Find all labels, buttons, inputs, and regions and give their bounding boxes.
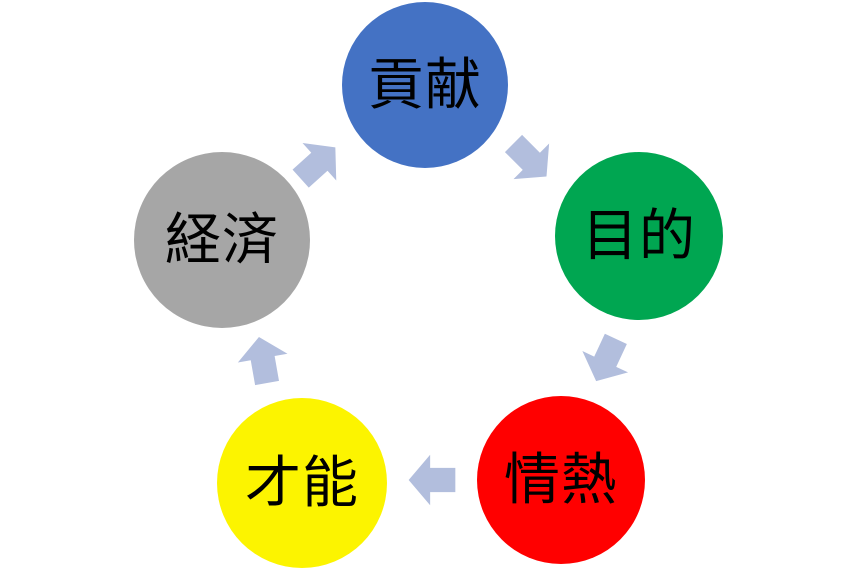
node-talent: 才能 [217,398,387,568]
node-contribution: 貢献 [342,2,508,168]
arrow-southwest-icon [569,323,643,397]
node-purpose: 目的 [555,152,723,320]
node-contribution-label: 貢献 [368,53,482,116]
node-talent-label: 才能 [245,451,359,514]
arrow-southeast-icon [490,120,569,199]
arrow-north-icon [231,328,296,393]
node-economy-label: 経済 [165,208,279,271]
arrow-west-icon [404,452,460,508]
node-purpose-label: 目的 [582,204,696,267]
node-passion: 情熱 [477,396,645,564]
node-economy: 経済 [134,152,310,328]
node-passion-label: 情熱 [504,448,618,511]
arrow-northeast-icon [278,123,357,202]
